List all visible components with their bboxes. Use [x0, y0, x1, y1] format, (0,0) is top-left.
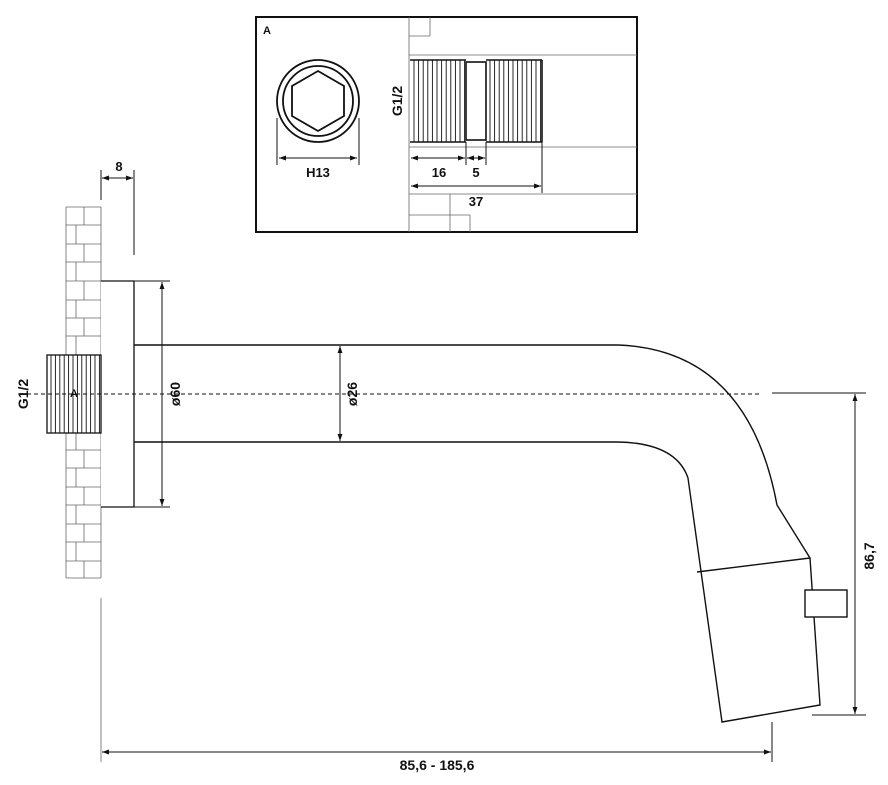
thread-lines-right: [489, 60, 542, 142]
dim-length: 85,6 - 185,6: [102, 722, 773, 773]
spout-tip-band: [696, 557, 811, 573]
dim-height: 86,7: [772, 392, 877, 716]
pipe-diameter-label: ø26: [344, 382, 360, 406]
aerator-button: [804, 589, 848, 618]
fitting-hex-collar: [465, 61, 487, 141]
detail-dimensions: 16 5 37: [411, 142, 543, 209]
dim-37-label: 37: [469, 194, 483, 209]
hex-nut-view: H13: [276, 59, 360, 180]
height-label: 86,7: [861, 542, 877, 569]
dim-8: 8: [100, 159, 135, 255]
detail-a-inset: A H13: [255, 16, 638, 233]
spout-body: ø26: [20, 344, 848, 723]
detail-wall-section: [408, 17, 637, 232]
detail-marker-label: A: [70, 388, 78, 400]
dim-5-label: 5: [472, 165, 479, 180]
wrench-size-label: H13: [306, 165, 330, 180]
detail-letter: A: [263, 25, 271, 37]
detail-thread-size-label: G1/2: [389, 86, 405, 117]
dim-16-label: 16: [432, 165, 446, 180]
brick-wall: [65, 206, 102, 762]
length-label: 85,6 - 185,6: [400, 757, 475, 773]
detail-fitting: G1/2: [389, 59, 543, 143]
thread-lines-left: [413, 60, 466, 142]
dim-8-label: 8: [115, 159, 122, 174]
spout-outer-contour: [134, 344, 821, 723]
